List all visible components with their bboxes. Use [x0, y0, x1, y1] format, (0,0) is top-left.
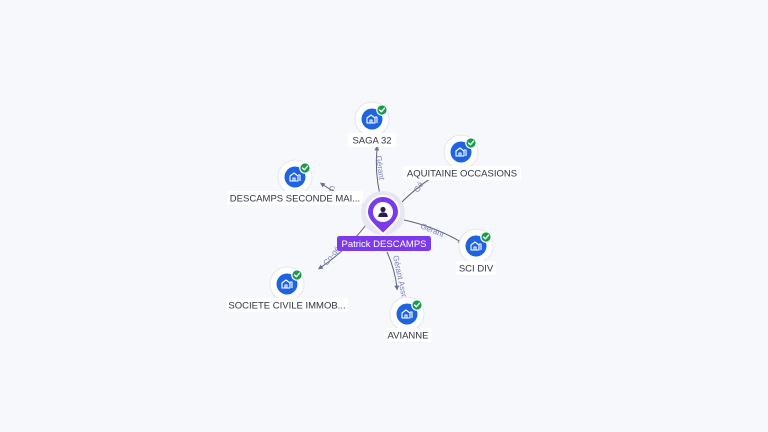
company-name: AQUITAINE OCCASIONS [407, 169, 517, 180]
edge-scidiv [403, 219, 464, 244]
node-label-bg [226, 298, 348, 312]
node-label-bg [227, 191, 363, 205]
node-core [465, 235, 487, 257]
building-icon [401, 309, 413, 319]
building-icon [470, 241, 482, 251]
company-name: SOCIETE CIVILE IMMOB... [228, 301, 345, 312]
company-name: SCI DIV [459, 264, 494, 275]
company-name: DESCAMPS SECONDE MAI... [230, 194, 360, 205]
node-label-bg [348, 133, 396, 147]
company-name: SAGA 32 [352, 136, 391, 147]
node-label-bg [456, 261, 496, 275]
node-core [276, 273, 298, 295]
company-node-descamps-sm[interactable]: DESCAMPS SECONDE MAI... [227, 159, 363, 205]
person-icon [378, 206, 388, 217]
check-icon [465, 137, 477, 149]
node-label-bg [384, 328, 432, 342]
company-node-aquitaine[interactable]: AQUITAINE OCCASIONS [403, 134, 521, 180]
edge-label-saga32: Gérant [374, 155, 386, 181]
check-icon [291, 269, 303, 281]
building-icon [281, 279, 293, 289]
person-name: Patrick DESCAMPS [342, 239, 427, 250]
building-icon [455, 147, 467, 157]
node-core [284, 166, 306, 188]
building-icon [366, 114, 378, 124]
node-core [450, 141, 472, 163]
edge-saga32 [374, 145, 381, 196]
company-node-sci-immob[interactable]: SOCIETE CIVILE IMMOB... [226, 266, 348, 312]
node-label-bg [403, 166, 521, 180]
check-icon [299, 162, 311, 174]
company-node-avianne[interactable]: AVIANNE [384, 296, 432, 342]
company-node-saga32[interactable]: SAGA 32 [348, 101, 396, 147]
company-node-scidiv[interactable]: SCI DIV [456, 228, 496, 275]
building-icon [289, 172, 301, 182]
person-label-bg [337, 236, 431, 251]
company-name: AVIANNE [387, 331, 428, 342]
edge-avianne [386, 251, 400, 291]
node-core [396, 303, 418, 325]
check-icon [376, 104, 388, 116]
person-node[interactable]: Patrick DESCAMPS [337, 191, 431, 251]
edge-label-aquitaine: Gé [412, 180, 426, 194]
node-core [361, 108, 383, 130]
check-icon [480, 231, 492, 243]
edge-label-descamps-sm: G [327, 184, 337, 195]
check-icon [411, 299, 423, 311]
company-nodes: SAGA 32 AQUITAINE OCCASIONS SCI DIV AVIANNE… [226, 101, 521, 342]
